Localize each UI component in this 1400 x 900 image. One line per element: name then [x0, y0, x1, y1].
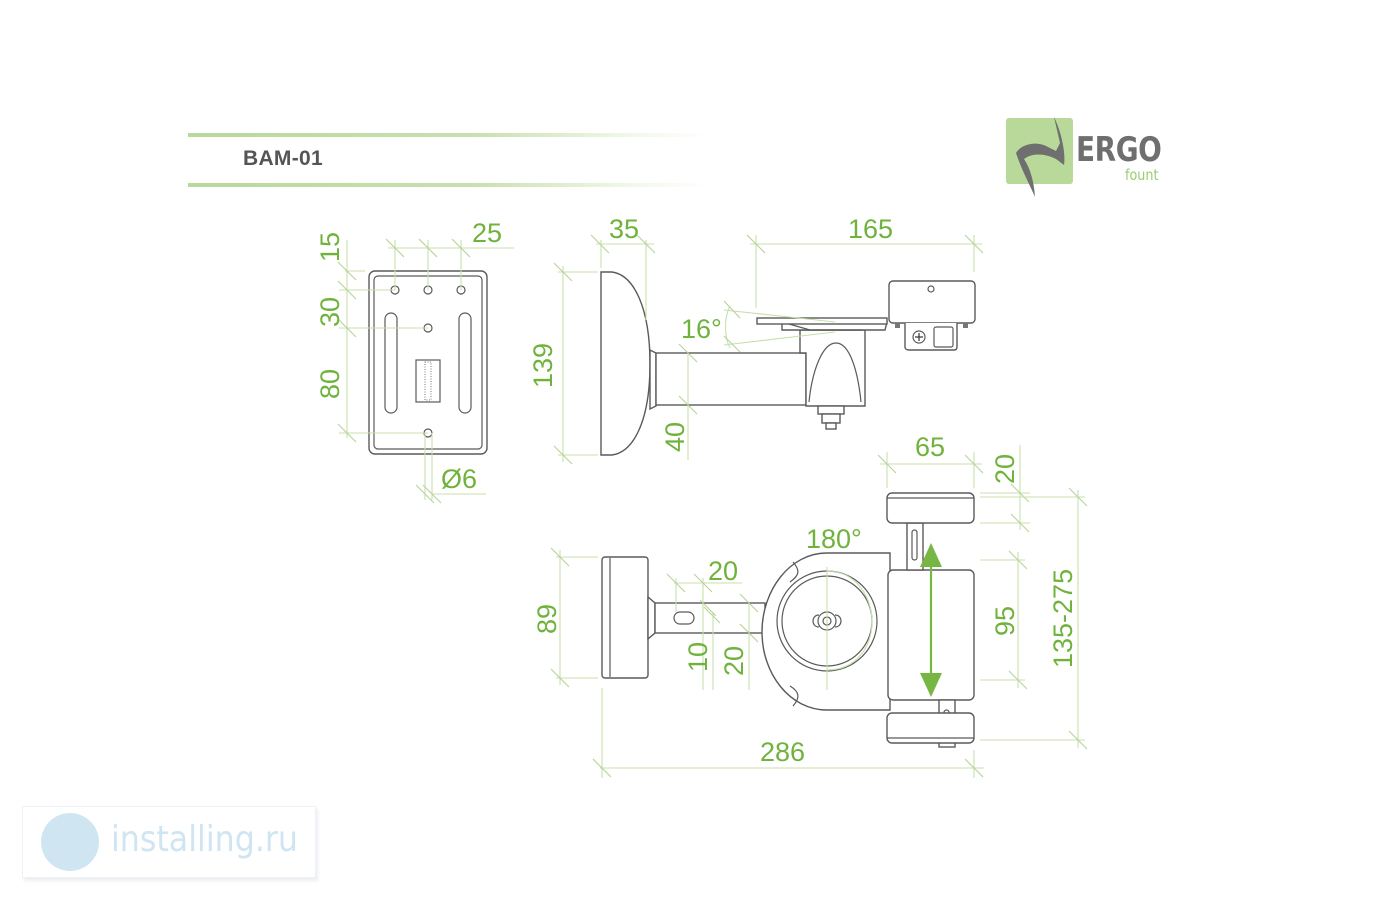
dim-clamp-range: 135-275 [1048, 569, 1078, 668]
arm-top [654, 602, 766, 634]
dim-top-offset: 15 [315, 232, 345, 262]
plate-collar [649, 348, 657, 411]
dim-arm-width: 20 [719, 646, 749, 676]
header-rule-top [188, 133, 708, 137]
arrow-up-icon [920, 543, 942, 567]
socket-teeth [424, 361, 432, 401]
dim-lower-spacing: 80 [315, 369, 345, 399]
plate-collar-top [647, 595, 656, 641]
watermark-badge: installing.ru [22, 806, 316, 878]
watermark-logo-icon [41, 813, 99, 871]
clamp-window [933, 326, 954, 348]
dim-platform-length: 165 [848, 214, 893, 244]
dim-plate-depth: 35 [609, 214, 639, 244]
dim-slot-width: 10 [683, 642, 713, 672]
side-view: 35 139 40 16° 165 [528, 214, 984, 465]
header-rule-bottom [188, 183, 708, 187]
top-view: 89 20 10 20 180° 65 20 95 135-275 286 [532, 432, 1088, 778]
swivel-rim [789, 561, 799, 707]
screw-icon [912, 330, 926, 344]
mount-slot-left [384, 312, 398, 414]
brand-logo: ERGO fount [1004, 113, 1174, 203]
clamp-jaw-top [886, 492, 975, 524]
logo-wordmark: ERGO [1076, 130, 1162, 170]
swivel-dome [808, 342, 862, 403]
logo-swoosh-icon [1016, 117, 1065, 197]
dim-hole-pitch: 25 [472, 218, 502, 248]
dim-slot-offset: 20 [708, 556, 738, 586]
dim-clamp-span: 95 [990, 606, 1020, 636]
camera-clamp [888, 280, 976, 324]
swivel-body [761, 552, 891, 711]
dim-plate-height: 139 [528, 343, 558, 388]
swivel-lugs [812, 614, 842, 628]
arm-slot [673, 611, 695, 625]
watermark-text: installing.ru [111, 819, 298, 860]
front-view: 15 30 80 25 Ø6 [315, 218, 514, 504]
dim-tilt-angle: 16° [681, 314, 722, 344]
dim-arm-height: 40 [660, 422, 690, 452]
bolt-end [825, 422, 837, 430]
arrow-down-icon [920, 673, 942, 697]
dim-hole-spacing: 30 [315, 297, 345, 327]
nut-top [817, 405, 845, 415]
nut [821, 413, 841, 424]
logo-subtitle: fount [1125, 166, 1159, 184]
clamp-hole [927, 285, 935, 293]
dim-rotation: 180° [806, 524, 862, 554]
wall-plate-top [601, 556, 649, 679]
dim-plate-width: 89 [532, 604, 562, 634]
clamp-jaw-bottom [886, 712, 975, 744]
mount-slot-right [458, 312, 472, 414]
model-title: BAM-01 [243, 147, 323, 170]
dim-hole-diameter: Ø6 [441, 464, 477, 494]
dim-total-length: 286 [760, 737, 805, 767]
arm-profile [655, 352, 807, 406]
clamp-bolt [895, 323, 900, 328]
clamp-bolt [963, 323, 968, 328]
wall-plate-profile [600, 271, 651, 456]
arm-socket [415, 359, 441, 403]
dim-clamp-width: 65 [915, 432, 945, 462]
dim-clamp-depth: 20 [990, 454, 1020, 484]
